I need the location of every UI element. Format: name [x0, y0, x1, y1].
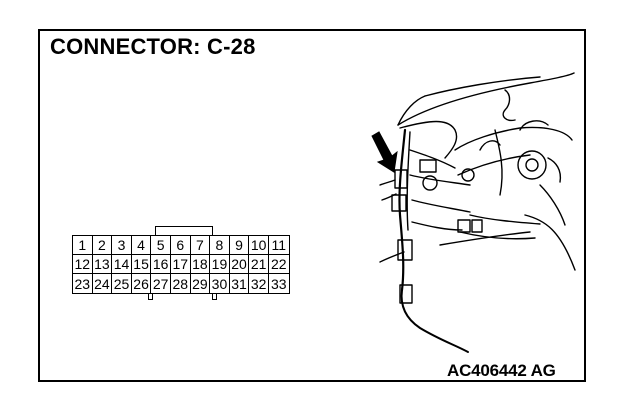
pin-24: 24	[93, 274, 113, 293]
pin-1: 1	[73, 236, 93, 255]
pin-14: 14	[112, 255, 132, 274]
pin-33: 33	[270, 275, 287, 292]
pin-5: 5	[151, 236, 171, 255]
connector-tab-right	[212, 294, 217, 300]
pin-8: 8	[210, 236, 230, 255]
pin-12: 12	[73, 255, 93, 274]
pin-6: 6	[170, 236, 191, 255]
pin-32: 32	[249, 274, 269, 293]
pin-19: 19	[210, 255, 230, 274]
pin-15: 15	[131, 255, 152, 274]
pin-30: 30	[210, 274, 230, 293]
pin-11: 11	[268, 236, 289, 255]
pin-4: 4	[131, 236, 152, 255]
pin-28: 28	[171, 274, 191, 293]
pin-21: 21	[249, 255, 269, 274]
pin-2: 2	[92, 236, 113, 255]
pin-26: 26	[132, 274, 152, 293]
pin-25: 25	[112, 274, 132, 293]
diagram-frame	[38, 29, 586, 382]
pin-9: 9	[229, 236, 250, 255]
connector-title: CONNECTOR: C-28	[50, 34, 256, 59]
pin-31: 31	[230, 274, 250, 293]
pin-17: 17	[170, 255, 191, 274]
pin-20: 20	[229, 255, 250, 274]
pin-16: 16	[151, 255, 171, 274]
connector-tab-left	[148, 294, 153, 300]
pin-10: 10	[249, 236, 269, 255]
pin-13: 13	[92, 255, 113, 274]
figure-code: AC406442 AG	[447, 361, 556, 380]
pin-18: 18	[190, 255, 211, 274]
pin-23: 23	[73, 274, 93, 293]
pin-27: 27	[151, 274, 171, 293]
pin-22: 22	[268, 255, 289, 274]
pin-3: 3	[112, 236, 132, 255]
connector-latch	[155, 226, 213, 235]
pin-29: 29	[191, 274, 211, 293]
pin-7: 7	[190, 236, 211, 255]
